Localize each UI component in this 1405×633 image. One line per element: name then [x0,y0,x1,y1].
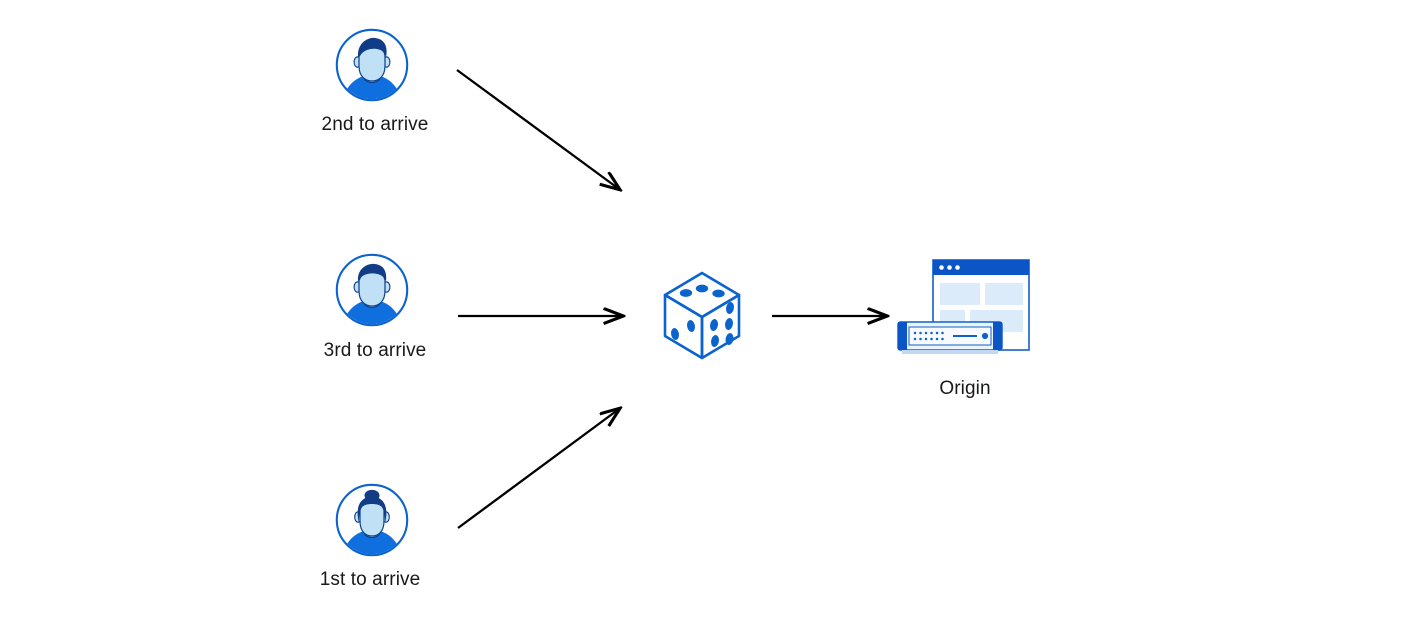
user-avatar-short-hair-icon [335,253,409,327]
dice-icon [659,268,745,364]
arrow-1st-to-dice [457,409,619,529]
node-label-client-3rd: 3rd to arrive [323,340,427,361]
node-label-origin: Origin [939,378,991,399]
node-label-client-1st: 1st to arrive [319,569,421,590]
user-avatar-bun-hair-icon [335,483,409,557]
user-avatar-short-hair-icon [335,28,409,102]
node-label-client-2nd: 2nd to arrive [321,114,429,135]
origin-server-browser-icon [893,256,1039,366]
server-device [897,321,1003,354]
